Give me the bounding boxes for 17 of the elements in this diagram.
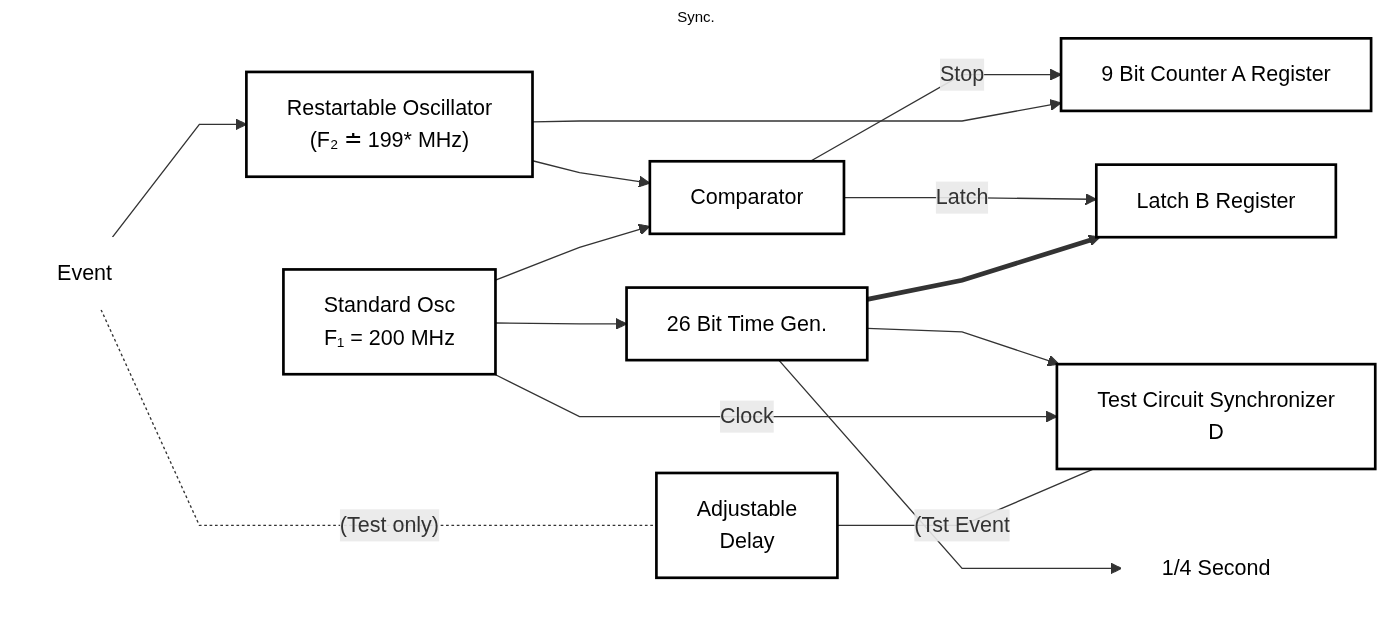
edge-label: Stop (939, 62, 985, 86)
arrow (111, 118, 247, 238)
node-text: 1/4 Second (1161, 556, 1271, 580)
node-box: 9 Bit Counter A Register (1059, 37, 1373, 113)
signal-label: Sync. (677, 8, 715, 25)
node-box: Latch B Register (1094, 163, 1338, 239)
node-text: Event (57, 261, 113, 285)
node-box: Test Circuit Synchronizer D (1055, 362, 1377, 471)
edge-label: Latch (935, 185, 989, 209)
node-box: Restartable Oscillator (F₂ ≐ 199* MHz) (245, 70, 534, 179)
node-box: Comparator (648, 159, 846, 236)
node-box: 26 Bit Time Gen. (625, 286, 869, 362)
edge-label: (Tst Event (914, 513, 1010, 537)
edge-label: Clock (720, 404, 774, 428)
edge-label: (Test only) (339, 513, 440, 537)
node-box: Standard Osc F₁ = 200 MHz (282, 268, 497, 376)
node-box: Adjustable Delay (655, 471, 839, 580)
